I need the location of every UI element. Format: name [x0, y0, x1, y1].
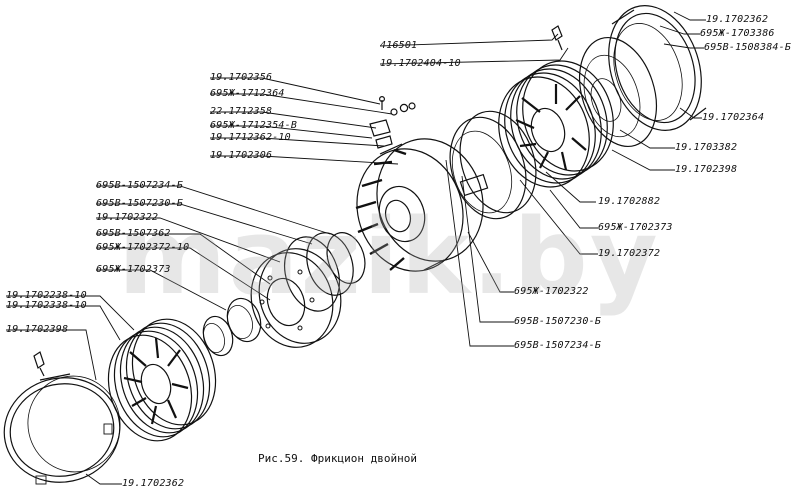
leader-1712354	[210, 125, 373, 139]
label-1507230-b-left: 695В-1507230-Б	[96, 198, 184, 209]
leader-1703386	[659, 25, 700, 35]
leader-1702322-left	[96, 217, 281, 263]
label-1702362-top: 19.1702362	[706, 14, 769, 25]
label-1702404-10: 19.1702404-10	[380, 58, 461, 69]
valve-lower	[33, 351, 45, 377]
clutch-shell-middle	[449, 110, 537, 220]
cover-ring-top	[608, 5, 707, 131]
seal-rings-lower	[202, 297, 262, 357]
leader-1702362-bottom	[85, 473, 122, 485]
label-1702373-right: 695Ж-1702373	[598, 222, 673, 233]
leader-1702238	[6, 295, 135, 331]
label-1508384-b: 695В-1508384-Б	[704, 42, 792, 53]
label-1507230-b-right: 695В-1507230-Б	[514, 316, 602, 327]
leader-1703382	[619, 129, 675, 149]
leader-1702882	[545, 171, 596, 203]
label-1712364: 695Ж-1712364	[210, 88, 285, 99]
leader-1702372-10	[96, 247, 271, 301]
leader-lines	[6, 11, 706, 485]
leader-1508384	[663, 43, 704, 49]
label-1702372-right: 19.1702372	[598, 248, 661, 259]
label-1702398-top: 19.1702398	[675, 164, 738, 175]
leader-1702322-right	[467, 231, 514, 293]
disc-pack-top	[498, 60, 614, 188]
label-1702306: 19.1702306	[210, 150, 273, 161]
leader-1702338	[6, 305, 121, 341]
label-1702322-right: 695Ж-1702322	[514, 286, 589, 297]
seal-rings-middle	[284, 232, 366, 312]
label-1712358: 22.1712358	[210, 106, 273, 117]
cover-ring-bottom	[3, 373, 121, 485]
leader-1507230-right	[461, 175, 514, 323]
leader-1702398-top	[611, 149, 675, 171]
leader-1702356	[210, 77, 381, 105]
label-1702372-10: 695Ж-1702372-10	[96, 242, 190, 253]
leader-1702373-right	[549, 189, 598, 229]
leader-1507362	[96, 233, 271, 285]
label-1703382: 19.1703382	[675, 142, 738, 153]
leader-1507230-left	[96, 203, 313, 245]
leader-1702404	[379, 47, 569, 65]
leader-1712358	[210, 111, 377, 129]
central-drum	[355, 138, 489, 272]
bolt-and-washers	[369, 95, 416, 149]
label-1712362-10: 19.1712362-10	[210, 132, 291, 143]
label-1702364: 19.1702364	[702, 112, 765, 123]
label-1507362: 695В-1507362	[96, 228, 171, 239]
label-1702398-bottom: 19.1702398	[6, 324, 69, 335]
leader-1702372-right	[519, 179, 598, 255]
leader-416501	[379, 33, 559, 47]
leader-1712364	[210, 93, 393, 115]
label-1702238-10: 19.1702238-10	[6, 290, 87, 301]
label-1702373-left: 695Ж-1702373	[96, 264, 171, 275]
label-1703386: 695Ж-1703386	[700, 28, 775, 39]
leader-1702398-bottom	[6, 329, 97, 381]
label-1712354-v: 695Ж-1712354-В	[210, 120, 298, 131]
piston-plate-top	[579, 36, 657, 148]
label-1702322-left: 19.1702322	[96, 212, 159, 223]
label-1507234-b-left: 695В-1507234-Б	[96, 180, 184, 191]
label-1702882: 19.1702882	[598, 196, 661, 207]
label-1702356: 19.1702356	[210, 72, 273, 83]
figure-caption: Рис.59. Фрикцион двойной	[258, 452, 417, 465]
disc-pack-bottom	[107, 318, 217, 442]
leader-1702306	[210, 155, 399, 165]
leader-1702373-left	[96, 269, 227, 311]
label-416501: 416501	[380, 40, 418, 51]
leader-1712362	[210, 137, 385, 147]
valve-416501	[551, 25, 563, 51]
label-1507234-b-right: 695В-1507234-Б	[514, 340, 602, 351]
leader-1702364	[679, 107, 702, 119]
piston-plate-left	[250, 248, 342, 348]
leader-1507234-right	[445, 159, 514, 347]
leader-1702362-top	[673, 11, 706, 21]
label-1702338-10: 19.1702338-10	[6, 300, 87, 311]
leader-1507234-left	[96, 185, 331, 235]
label-1702362-bottom: 19.1702362	[122, 478, 185, 489]
